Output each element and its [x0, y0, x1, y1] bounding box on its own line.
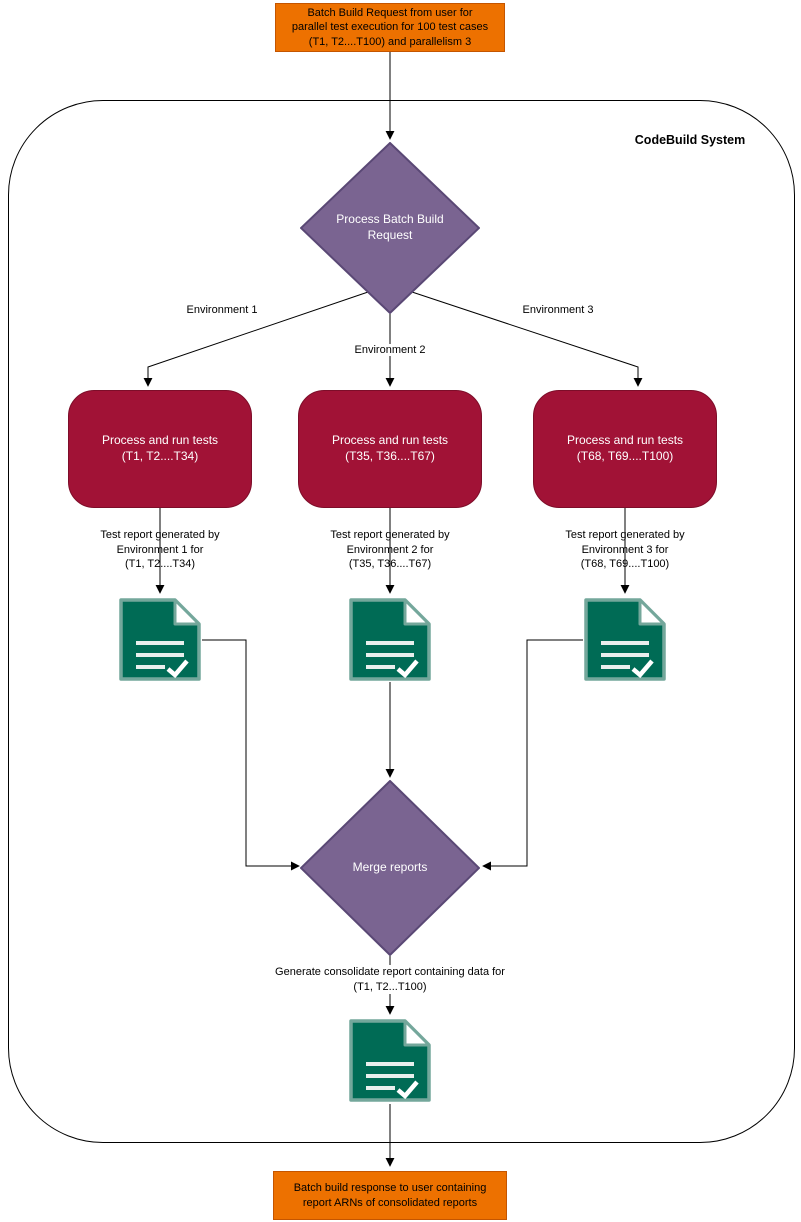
report-caption-env1: Test report generated by Environment 1 f…: [100, 529, 220, 571]
edge-label-environment-1: Environment 1: [162, 304, 282, 316]
codebuild-system-boundary: [8, 100, 795, 1143]
diamond-shape: [300, 142, 480, 314]
run-tests-box-env3: Process and run tests (T68, T69....T100): [533, 390, 717, 508]
report-caption-env3: Test report generated by Environment 3 f…: [565, 529, 685, 571]
edge-process-to-env1: [143, 290, 372, 387]
edge-label-environment-3: Environment 3: [498, 304, 618, 316]
report-caption-env2: Test report generated by Environment 2 f…: [330, 529, 450, 571]
process-batch-build-diamond: Process Batch Build Request: [300, 142, 480, 314]
merge-reports-label: Merge reports: [352, 860, 428, 875]
report-document-icon: [349, 598, 431, 681]
process-batch-build-label: Process Batch Build Request: [336, 212, 444, 242]
consolidated-report-caption: Generate consolidate report containing d…: [250, 965, 530, 995]
report-document-icon: [349, 1019, 431, 1102]
edge-report1-to-merge: [202, 639, 300, 871]
edge-process-to-env3: [408, 290, 643, 387]
report-document-icon: [584, 598, 666, 681]
edge-label-environment-2: Environment 2: [330, 344, 450, 356]
system-label: CodeBuild System: [634, 133, 746, 147]
report-document-icon: [119, 598, 201, 681]
merge-reports-diamond: Merge reports: [300, 780, 480, 956]
edge-report3-to-merge: [482, 639, 583, 871]
run-tests-box-env1: Process and run tests (T1, T2....T34): [68, 390, 252, 508]
run-tests-box-env2: Process and run tests (T35, T36....T67): [298, 390, 482, 508]
batch-build-response-box: Batch build response to user containing …: [273, 1171, 507, 1220]
diamond-shape: [300, 780, 480, 956]
batch-build-request-box: Batch Build Request from user for parall…: [275, 3, 505, 52]
